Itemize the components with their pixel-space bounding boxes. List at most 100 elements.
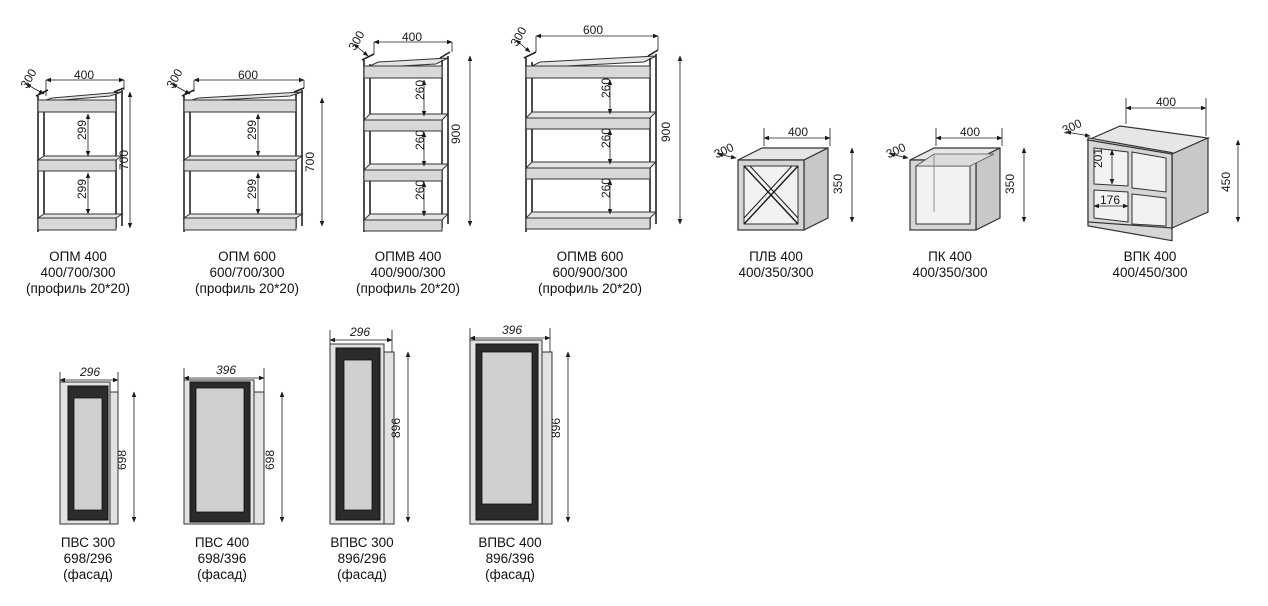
opm-600-drawing bbox=[181, 87, 305, 232]
opm-600-height-label: 700 bbox=[303, 152, 317, 172]
vpk-400-dims: 400/450/300 bbox=[1112, 265, 1187, 280]
plv-400-width-label: 400 bbox=[788, 125, 808, 139]
vpvs-300-note: (фасад) bbox=[337, 567, 387, 582]
pvs-300-height-label: 698 bbox=[115, 450, 129, 470]
opm-400-depth-label: 300 bbox=[17, 66, 39, 91]
product-plv-400: 400 300 350 ПЛВ 400 400/350/300 bbox=[712, 125, 855, 280]
opm-600-name: ОПМ 600 bbox=[218, 249, 276, 264]
vpvs-300-drawing bbox=[329, 343, 395, 525]
product-vpvs-300: 296 896 ВПВС 300 896/296 (фасад) bbox=[329, 325, 411, 582]
product-pvs-400: 396 698 ПВС 400 698/396 (фасад) bbox=[183, 363, 285, 582]
pvs-400-note: (фасад) bbox=[197, 567, 247, 582]
plv-400-drawing bbox=[737, 147, 829, 231]
pk-400-name: ПК 400 bbox=[928, 249, 972, 264]
pvs-400-name: ПВС 400 bbox=[195, 535, 249, 550]
vpvs-400-name: ВПВС 400 bbox=[478, 535, 541, 550]
pvs-300-width-label: 296 bbox=[79, 365, 100, 379]
vpvs-300-height-label: 896 bbox=[389, 418, 403, 438]
opmv-600-dimensions: 600 300 900 260 260 260 bbox=[507, 23, 683, 225]
pvs-400-width-label: 396 bbox=[216, 363, 236, 377]
vpvs-300-dims: 896/296 bbox=[338, 551, 387, 566]
pvs-400-height-label: 698 bbox=[263, 450, 277, 470]
opm-600-width-label: 600 bbox=[238, 68, 258, 82]
opm-400-gap2-label: 299 bbox=[75, 179, 89, 199]
vpvs-300-name: ВПВС 300 bbox=[330, 535, 393, 550]
opmv-400-height-label: 900 bbox=[449, 124, 463, 144]
opmv-600-drawing bbox=[523, 49, 659, 232]
vpk-400-height-label: 450 bbox=[1219, 172, 1233, 192]
product-vpvs-400: 396 896 ВПВС 400 896/396 (фасад) bbox=[469, 323, 571, 582]
opmv-600-gap1-label: 260 bbox=[599, 78, 613, 98]
vpk-400-drawing bbox=[1085, 125, 1211, 242]
pk-400-drawing bbox=[909, 147, 1001, 231]
opmv-400-depth-label: 300 bbox=[345, 28, 367, 53]
pvs-400-dims: 698/396 bbox=[198, 551, 247, 566]
vpk-400-width-label: 400 bbox=[1156, 95, 1176, 109]
opmv-400-gap1-label: 260 bbox=[413, 80, 427, 100]
opmv-400-gap2-label: 260 bbox=[413, 130, 427, 150]
opmv-600-height-label: 900 bbox=[659, 122, 673, 142]
pvs-300-dims: 698/296 bbox=[64, 551, 113, 566]
opmv-600-name: ОПМВ 600 bbox=[557, 249, 624, 264]
vpvs-400-height-label: 896 bbox=[549, 418, 563, 438]
vpvs-400-dims: 896/396 bbox=[486, 551, 535, 566]
opm-600-depth-label: 300 bbox=[163, 66, 185, 91]
opm-600-gap2-label: 299 bbox=[245, 179, 259, 199]
opmv-400-gap3-label: 260 bbox=[413, 180, 427, 200]
pvs-400-dimensions: 396 698 bbox=[183, 363, 285, 523]
opmv-600-dims: 600/900/300 bbox=[552, 265, 627, 280]
vpvs-400-dimensions: 396 896 bbox=[469, 323, 571, 523]
opm-400-name: ОПМ 400 bbox=[49, 249, 107, 264]
opm-400-height-label: 700 bbox=[117, 150, 131, 170]
opm-400-gap1-label: 299 bbox=[75, 120, 89, 140]
opmv-400-note: (профиль 20*20) bbox=[356, 281, 460, 296]
plv-400-name: ПЛВ 400 bbox=[749, 249, 803, 264]
opm-600-gap1-label: 299 bbox=[245, 120, 259, 140]
opm-600-note: (профиль 20*20) bbox=[195, 281, 299, 296]
product-opm-400: 400 300 700 299 299 ОПМ 400 400/700/300 … bbox=[17, 66, 133, 296]
pvs-300-name: ПВС 300 bbox=[61, 535, 115, 550]
pk-400-depth-label: 300 bbox=[884, 140, 908, 161]
product-pvs-300: 296 698 ПВС 300 698/296 (фасад) bbox=[59, 365, 137, 582]
opmv-400-name: ОПМВ 400 bbox=[375, 249, 442, 264]
product-opm-600: 600 300 700 299 299 ОПМ 600 600/700/300 … bbox=[163, 66, 325, 296]
pk-400-dims: 400/350/300 bbox=[912, 265, 987, 280]
vpk-400-inner-height-label: 201 bbox=[1091, 148, 1105, 168]
pk-400-dimensions: 400 300 350 bbox=[884, 125, 1027, 223]
product-opmv-400: 400 300 900 260 260 260 ОПМВ 400 400/900… bbox=[345, 28, 473, 296]
vpk-400-inner-width-label: 176 bbox=[1100, 193, 1120, 207]
pvs-400-drawing bbox=[183, 379, 265, 525]
plv-400-height-label: 350 bbox=[831, 174, 845, 194]
vpvs-400-note: (фасад) bbox=[485, 567, 535, 582]
pvs-300-note: (фасад) bbox=[63, 567, 113, 582]
opm-400-drawing bbox=[35, 87, 125, 232]
product-opmv-600: 600 300 900 260 260 260 ОПМВ 600 600/900… bbox=[507, 23, 683, 296]
opm-400-width-label: 400 bbox=[74, 68, 94, 82]
opmv-600-depth-label: 300 bbox=[507, 24, 529, 49]
opm-400-note: (профиль 20*20) bbox=[26, 281, 130, 296]
vpvs-300-width-label: 296 bbox=[349, 325, 370, 339]
opmv-600-width-label: 600 bbox=[583, 23, 603, 37]
pk-400-width-label: 400 bbox=[960, 125, 980, 139]
pk-400-height-label: 350 bbox=[1003, 174, 1017, 194]
opm-600-dims: 600/700/300 bbox=[209, 265, 284, 280]
plv-400-depth-label: 300 bbox=[712, 140, 736, 161]
opmv-400-dimensions: 400 300 900 260 260 260 bbox=[345, 28, 473, 227]
product-vpk-400: 400 300 450 201 176 ВПК 400 400/450/300 bbox=[1060, 95, 1241, 280]
vpvs-300-dimensions: 296 896 bbox=[329, 325, 411, 523]
vpk-400-name: ВПК 400 bbox=[1124, 249, 1177, 264]
opm-400-dims: 400/700/300 bbox=[40, 265, 115, 280]
opmv-400-width-label: 400 bbox=[402, 30, 422, 44]
opmv-600-gap3-label: 260 bbox=[599, 178, 613, 198]
vpvs-400-drawing bbox=[469, 339, 553, 525]
plv-400-dims: 400/350/300 bbox=[738, 265, 813, 280]
product-pk-400: 400 300 350 ПК 400 400/350/300 bbox=[884, 125, 1027, 280]
vpk-400-dimensions: 400 300 450 201 176 bbox=[1060, 95, 1241, 223]
opmv-600-note: (профиль 20*20) bbox=[538, 281, 642, 296]
vpvs-400-width-label: 396 bbox=[502, 323, 522, 337]
pvs-300-dimensions: 296 698 bbox=[59, 365, 137, 523]
pvs-300-drawing bbox=[59, 381, 119, 525]
opmv-400-dims: 400/900/300 bbox=[370, 265, 445, 280]
opmv-600-gap2-label: 260 bbox=[599, 128, 613, 148]
